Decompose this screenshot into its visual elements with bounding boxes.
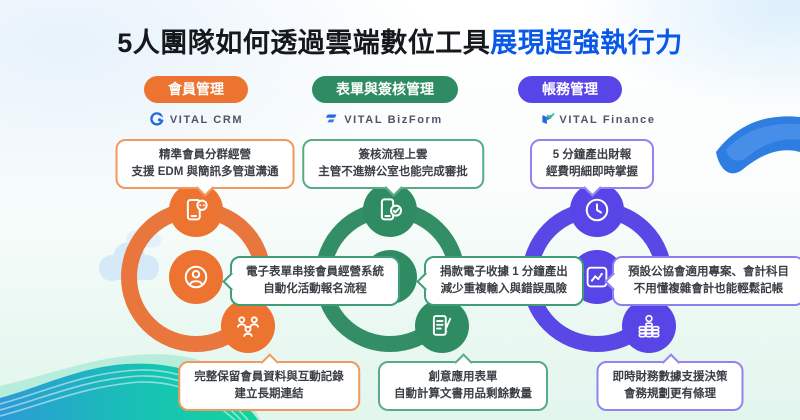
product-logo-finance: VITAL Finance [538,112,655,128]
member-contact-icon [169,250,223,304]
bizform-logo-icon [325,114,337,123]
bottom-note-finance: 即時財務數據支援決策 會務規劃更有條理 [596,353,744,411]
phone-chat-icon [169,183,223,237]
finance-logo-icon [542,113,555,124]
callout-bizform: 捐款電子收據 1 分鐘產出 減少重複輸入與錯誤風險 [416,256,584,306]
coins-icon [622,299,676,353]
category-pill-finance: 帳務管理 [518,76,622,103]
product-logo-crm: VITAL CRM [149,112,243,128]
brush-stroke-decoration [716,116,800,174]
document-edit-icon [415,299,469,353]
top-note-bizform: 簽核流程上雲 主管不進辦公室也能完成審批 [302,139,484,197]
callout-crm: 電子表單串接會員經營系統 自動化活動報名流程 [222,256,400,306]
category-pill-bizform: 表單與簽核管理 [312,76,458,103]
product-logo-bizform: VITAL BizForm [323,112,443,128]
crm-logo-icon [150,112,164,126]
top-note-finance: 5 分鐘產出財報 經費明細即時掌握 [530,139,654,197]
bottom-note-crm: 完整保留會員資料與互動記錄 建立長期連結 [178,353,360,411]
title-highlight: 展現超強執行力 [490,28,683,58]
bottom-note-bizform: 創意應用表單 自動計算文書用品剩餘數量 [378,353,548,411]
product-name: VITAL Finance [559,114,656,126]
top-note-crm: 精準會員分群經營 支援 EDM 與簡訊多管道溝通 [115,139,295,197]
people-network-icon [221,299,275,353]
title-main: 5人團隊如何透過雲端數位工具 [117,28,491,58]
category-pill-crm: 會員管理 [144,76,248,103]
product-name: VITAL CRM [169,114,244,126]
page-title: 5人團隊如何透過雲端數位工具展現超強執行力 [0,21,800,60]
callout-finance: 預設公協會適用專案、會計科目 不用懂複雜會計也能輕鬆記帳 [604,256,800,306]
product-name: VITAL BizForm [344,114,443,126]
